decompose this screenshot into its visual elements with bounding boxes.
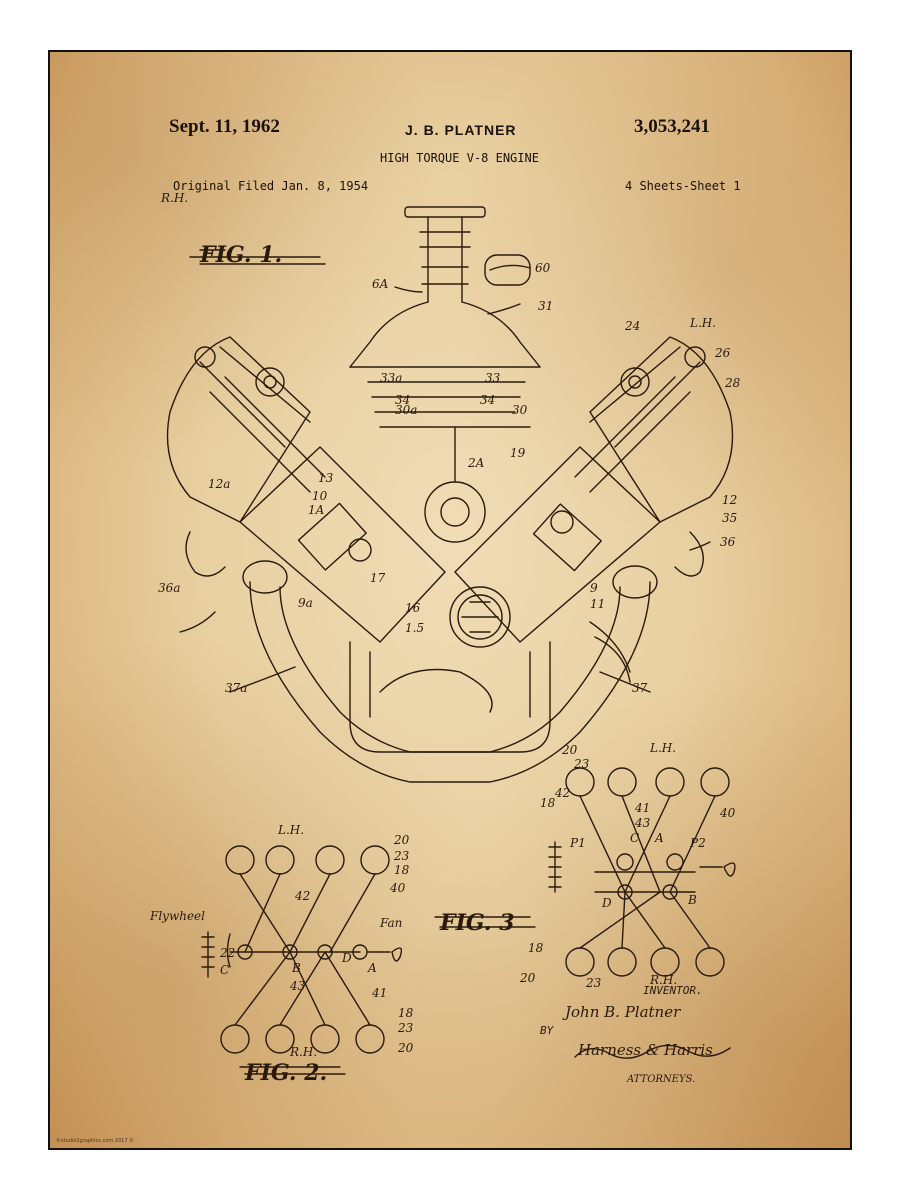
fig2-label-23: 23 [393,849,410,863]
sheet-count: 4 Sheets-Sheet 1 [625,179,741,193]
label-6a: 6A [372,277,389,291]
inventor-name: J. B. PLATNER [405,122,517,138]
fig1-label-mark [189,249,326,265]
engine-drawing: 60 6A 31 24 26 28 33a 33 34 34 30a 30 2A… [149,191,741,1086]
fig3-lh: L.H. [649,741,676,755]
attorneys-label: ATTORNEYS. [626,1074,695,1085]
fig2-label-20b: 20 [397,1041,414,1055]
label-33a: 33a [380,371,402,385]
fig2-fan: Fan [379,916,402,930]
label-10: 10 [312,489,328,503]
fig2-label-d: D [341,951,352,965]
fig3-label-p1: P1 [569,836,586,850]
fig2-label-43: 43 [289,979,306,993]
label-28: 28 [724,376,741,390]
fig2-rh: R.H. [289,1045,317,1059]
label-30a: 30a [395,403,417,417]
fig2-label-a: A [367,961,377,975]
fig3-label-23: 23 [573,757,590,771]
fig2-label-40: 40 [389,881,406,895]
fig2-title: FIG. 2. [244,1060,327,1086]
label-15: 1.5 [405,621,424,635]
fig1-title: FIG. 1. [199,242,282,268]
fig3-label-18: 18 [540,796,556,810]
fig2-label-18: 18 [394,863,410,877]
label-60: 60 [535,261,551,275]
label-9: 9 [590,581,598,595]
fig2-flywheel: Flywheel [149,909,205,923]
fig3-rh: R.H. [649,973,677,987]
label-12: 12 [722,493,737,507]
label-26: 26 [714,346,731,360]
fig2-label-c: C [220,963,229,977]
by-label: BY [540,1024,555,1037]
copyright-credit: ©studio2graphics.com 2017 © [56,1138,135,1144]
fig2-label-20: 20 [393,833,410,847]
label-12a: 12a [208,477,230,491]
fig1-rh: R.H. [160,191,188,205]
label-17: 17 [370,571,386,585]
fig1-engine-cross-section [166,206,734,783]
fig3-label-20b: 20 [519,971,536,985]
fig3-label-18b: 18 [528,941,544,955]
fig2-label-22: 22 [219,946,235,960]
fig3-label-c: C [630,831,639,845]
label-11: 11 [590,597,605,611]
label-33: 33 [485,371,501,385]
fig2-label-b: B [291,961,301,975]
label-36a: 36a [158,581,180,595]
label-1a: 1A [308,503,325,517]
fig1-lh: L.H. [689,316,716,330]
fig3-title: FIG. 3 [439,910,515,936]
fig3-label-42: 42 [554,786,570,800]
fig3-label-23b: 23 [585,976,602,990]
fig2-firing-diagram [201,845,403,1075]
fig2-label-23b: 23 [397,1021,414,1035]
inventor-label: INVENTOR. [643,984,703,997]
label-36: 36 [720,535,736,549]
fig2-label-42: 42 [294,889,310,903]
label-2a: 2A [467,456,485,470]
fig3-label-b: B [687,893,697,907]
fig2-label-18b: 18 [398,1006,414,1020]
patent-sheet: 60 6A 31 24 26 28 33a 33 34 34 30a 30 2A… [48,50,852,1150]
fig3-label-d: D [601,896,612,910]
fig3-label-40: 40 [719,806,736,820]
fig2-label-41: 41 [371,986,387,1000]
fig3-firing-diagram [434,767,736,977]
label-31: 31 [538,299,553,313]
label-24: 24 [624,319,640,333]
fig3-label-a: A [654,831,664,845]
fig3-label-20: 20 [561,743,578,757]
label-34: 34 [395,393,410,407]
patent-date: Sept. 11, 1962 [169,116,280,137]
label-19: 19 [510,446,526,460]
label-30: 30 [512,403,528,417]
attorney-signature-flourish [574,1044,731,1059]
inventor-signature: John B. Platner [562,1003,681,1021]
label-16: 16 [405,601,421,615]
fig3-label-41: 41 [634,801,650,815]
fig3-label-43: 43 [634,816,651,830]
label-35: 35 [722,511,737,525]
fig3-label-p2: P2 [689,836,706,850]
label-37a: 37a [225,681,247,695]
patent-title: HIGH TORQUE V-8 ENGINE [380,151,539,165]
fig2-lh: L.H. [277,823,304,837]
label-34b: 34 [480,393,495,407]
patent-number: 3,053,241 [634,116,710,137]
filing-date: Original Filed Jan. 8, 1954 [173,179,369,193]
label-37: 37 [632,681,648,695]
label-9a: 9a [298,596,313,610]
label-13: 13 [318,471,334,485]
attorneys-signature: Harness & Harris [577,1041,713,1059]
